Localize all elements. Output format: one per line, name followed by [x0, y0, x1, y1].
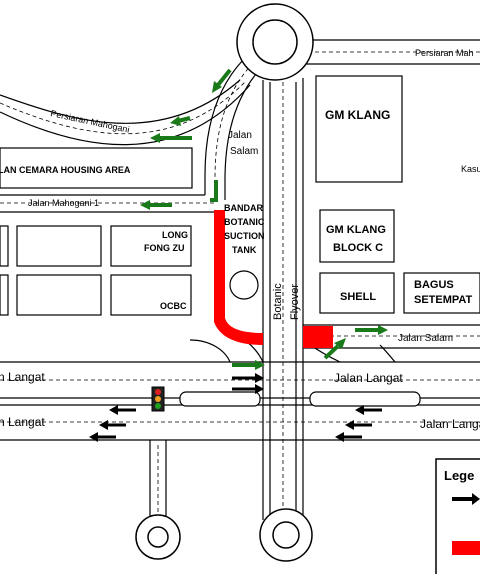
black-arrow-icon: [335, 432, 362, 442]
label-jalan-langat-mid: Jalan Langat: [334, 371, 403, 385]
label-jalan-salam-north-2: Salam: [230, 146, 258, 157]
label-bandar-4: TANK: [232, 245, 257, 255]
label-botanic-flyover-1: Botanic: [272, 283, 284, 320]
label-jalan-salam-north-1: Jalan: [228, 130, 252, 141]
label-jalan-salam-east: Jalan Salam: [398, 333, 453, 344]
label-jalan-langat-west-top: n Langat: [0, 370, 45, 384]
legend-closure-swatch: [452, 541, 480, 555]
green-arrow-icon: [323, 338, 346, 360]
black-arrows: [89, 373, 382, 442]
label-gm-klang: GM KLANG: [325, 108, 390, 122]
road-jalan-salam-north: [204, 59, 264, 200]
roundabout-south-east: [259, 508, 313, 562]
label-jalan-langat-west-bottom: n Langat: [0, 415, 45, 429]
road-persiaran-mahogani: [0, 79, 251, 146]
traffic-light-icon: [151, 386, 165, 412]
medians: [179, 391, 421, 407]
black-arrow-icon: [109, 405, 136, 415]
label-long-fong-2: FONG ZU: [144, 243, 185, 253]
label-jalan-mahogani-1: Jalan Mahogani 1: [28, 198, 99, 208]
label-long-fong-1: LONG: [162, 230, 188, 240]
road-south: [149, 440, 167, 520]
road-closure-zones: [214, 210, 333, 348]
label-jalan-langat-east: Jalan Langa: [420, 417, 480, 431]
label-botanic-flyover-2: Flyover: [289, 284, 301, 320]
label-gm-klang-c-2: BLOCK C: [333, 242, 383, 254]
label-bandar-1: BANDAR: [224, 203, 263, 213]
label-bandar-2: BOTANIC: [224, 217, 265, 227]
legend-black-arrow-icon: [452, 493, 480, 505]
black-arrow-icon: [232, 373, 264, 383]
road-jalan-mahogani-1: [0, 194, 225, 213]
road-persiaran-mahogani-ne: [305, 39, 480, 65]
green-arrow-icon: [212, 68, 232, 93]
label-bandar-3: SUCTION: [224, 231, 265, 241]
block-labels: LAN CEMARA HOUSING AREA BANDAR BOTANIC S…: [0, 108, 473, 311]
black-arrow-icon: [232, 384, 264, 394]
legend-title: Lege: [444, 468, 474, 483]
green-arrow-icon: [355, 325, 388, 335]
green-arrow-icon: [232, 360, 265, 370]
legend: Lege: [435, 458, 480, 574]
road-botanic-flyover: [262, 78, 304, 520]
road-corner-curves: [189, 329, 396, 363]
label-shell: SHELL: [340, 291, 376, 303]
roundabout-north: [236, 3, 314, 81]
label-persiaran-mahogani-ne: Persiaran Mah: [415, 48, 474, 58]
black-arrow-icon: [345, 420, 372, 430]
green-arrow-icon: [210, 180, 218, 202]
label-bagus-1: BAGUS: [414, 279, 454, 291]
green-arrow-icon: [170, 116, 191, 126]
label-cemara: LAN CEMARA HOUSING AREA: [0, 165, 131, 175]
black-arrow-icon: [89, 432, 116, 442]
green-arrow-icon: [150, 133, 192, 143]
label-bagus-2: SETEMPAT: [414, 294, 473, 306]
black-arrow-icon: [355, 405, 382, 415]
label-ocbc: OCBC: [160, 301, 187, 311]
building-blocks: [0, 75, 480, 316]
green-arrow-icon: [140, 200, 172, 210]
roundabout-south-west: [135, 514, 181, 560]
label-gm-klang-c-1: GM KLANG: [326, 224, 386, 236]
label-kasu: Kasu: [461, 164, 480, 174]
black-arrow-icon: [99, 420, 126, 430]
